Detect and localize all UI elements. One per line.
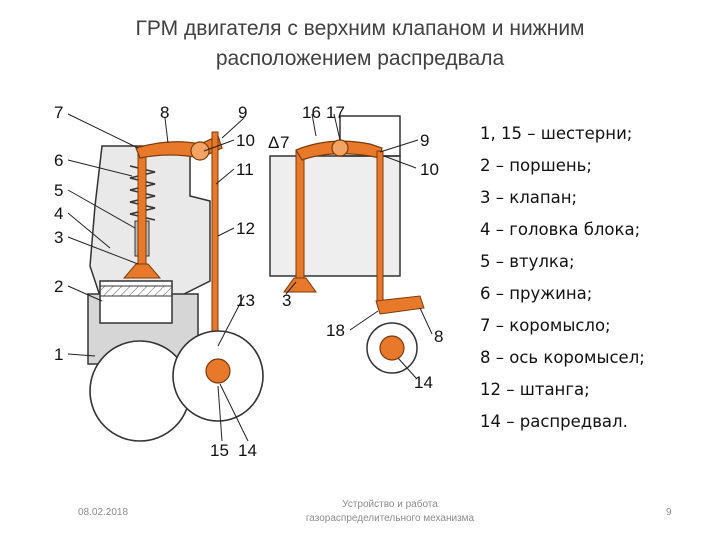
legend-item: 4 – головка блока;: [480, 220, 641, 239]
legend-item: 2 – поршень;: [480, 156, 592, 175]
left-assembly: [87, 131, 264, 442]
label-right-2: Δ: [268, 133, 279, 152]
valve-stem-right: [295, 150, 305, 282]
label-right-7: 18: [326, 321, 345, 340]
leader-lines: [67, 113, 433, 442]
label-top-2: 10: [236, 131, 255, 150]
camshaft-left: [205, 358, 231, 384]
label-left-2: 5: [54, 181, 63, 200]
legend-item: 3 – клапан;: [480, 188, 578, 207]
label-bottom-0: 15: [210, 441, 229, 460]
pushrod-right: [376, 150, 384, 302]
legend-item: 14 – распредвал.: [480, 412, 628, 431]
label-top-5: 13: [236, 291, 255, 310]
valve-head-right: [283, 277, 317, 293]
rocker-arm-left: [135, 135, 223, 159]
title-line-1: ГРМ двигателя с верхним клапаном и нижни…: [135, 17, 585, 40]
label-top-4: 12: [236, 219, 255, 238]
cylinder-head-left: [89, 145, 211, 297]
footer-date: 08.02.2018: [78, 507, 129, 518]
page-number: 9: [666, 507, 672, 518]
label-right-3: 7: [280, 133, 289, 152]
label-right-1: 17: [326, 103, 345, 122]
label-right-8: 8: [434, 327, 443, 346]
label-left-3: 4: [54, 204, 63, 223]
rocker-shaft-left: [190, 141, 210, 161]
slide-title: ГРМ двигателя с верхним клапаном и нижни…: [40, 14, 680, 74]
piston-rings: [99, 285, 173, 297]
camshaft-right: [379, 335, 405, 361]
valve-head-left: [122, 263, 162, 279]
label-right-5: 10: [420, 160, 439, 179]
label-left-0: 7: [54, 103, 63, 122]
legend-item: 7 – коромысло;: [480, 316, 611, 335]
label-right-6: 3: [282, 291, 291, 310]
valve-train-diagram: 7 6 5 4 3 2 1 8 9 10 11 12 13 15 14 16 1…: [54, 103, 443, 460]
legend-item: 1, 15 – шестерни;: [480, 124, 633, 143]
footer-caption-line-1: Устройство и работа: [342, 499, 438, 510]
diagram-labels: 7 6 5 4 3 2 1 8 9 10 11 12 13 15 14 16 1…: [54, 103, 443, 460]
valve-stem-left: [137, 145, 147, 267]
label-bottom-1: 14: [238, 441, 257, 460]
label-left-4: 3: [54, 228, 63, 247]
legend-list: 1, 15 – шестерни; 2 – поршень; 3 – клапа…: [480, 118, 645, 438]
label-top-1: 9: [238, 103, 247, 122]
rocker-shaft-right: [331, 139, 349, 157]
legend-item: 12 – штанга;: [480, 380, 590, 399]
legend-item: 8 – ось коромысел;: [480, 348, 645, 367]
pushrod-left: [211, 131, 219, 348]
label-top-0: 8: [160, 103, 169, 122]
title-line-2: расположением распредвала: [215, 47, 505, 70]
lower-rocker-right: [375, 295, 425, 315]
footer-caption: Устройство и работа газораспределительно…: [260, 498, 520, 526]
label-right-4: 9: [420, 131, 429, 150]
label-left-1: 6: [54, 151, 63, 170]
label-left-6: 1: [54, 345, 63, 364]
label-right-0: 16: [302, 103, 321, 122]
footer-caption-line-2: газораспределительного механизма: [305, 513, 475, 524]
label-right-9: 14: [414, 373, 433, 392]
legend-item: 6 – пружина;: [480, 284, 593, 303]
label-left-5: 2: [54, 277, 63, 296]
right-assembly: [269, 115, 425, 374]
legend-item: 5 – втулка;: [480, 252, 575, 271]
label-top-3: 11: [236, 160, 254, 179]
